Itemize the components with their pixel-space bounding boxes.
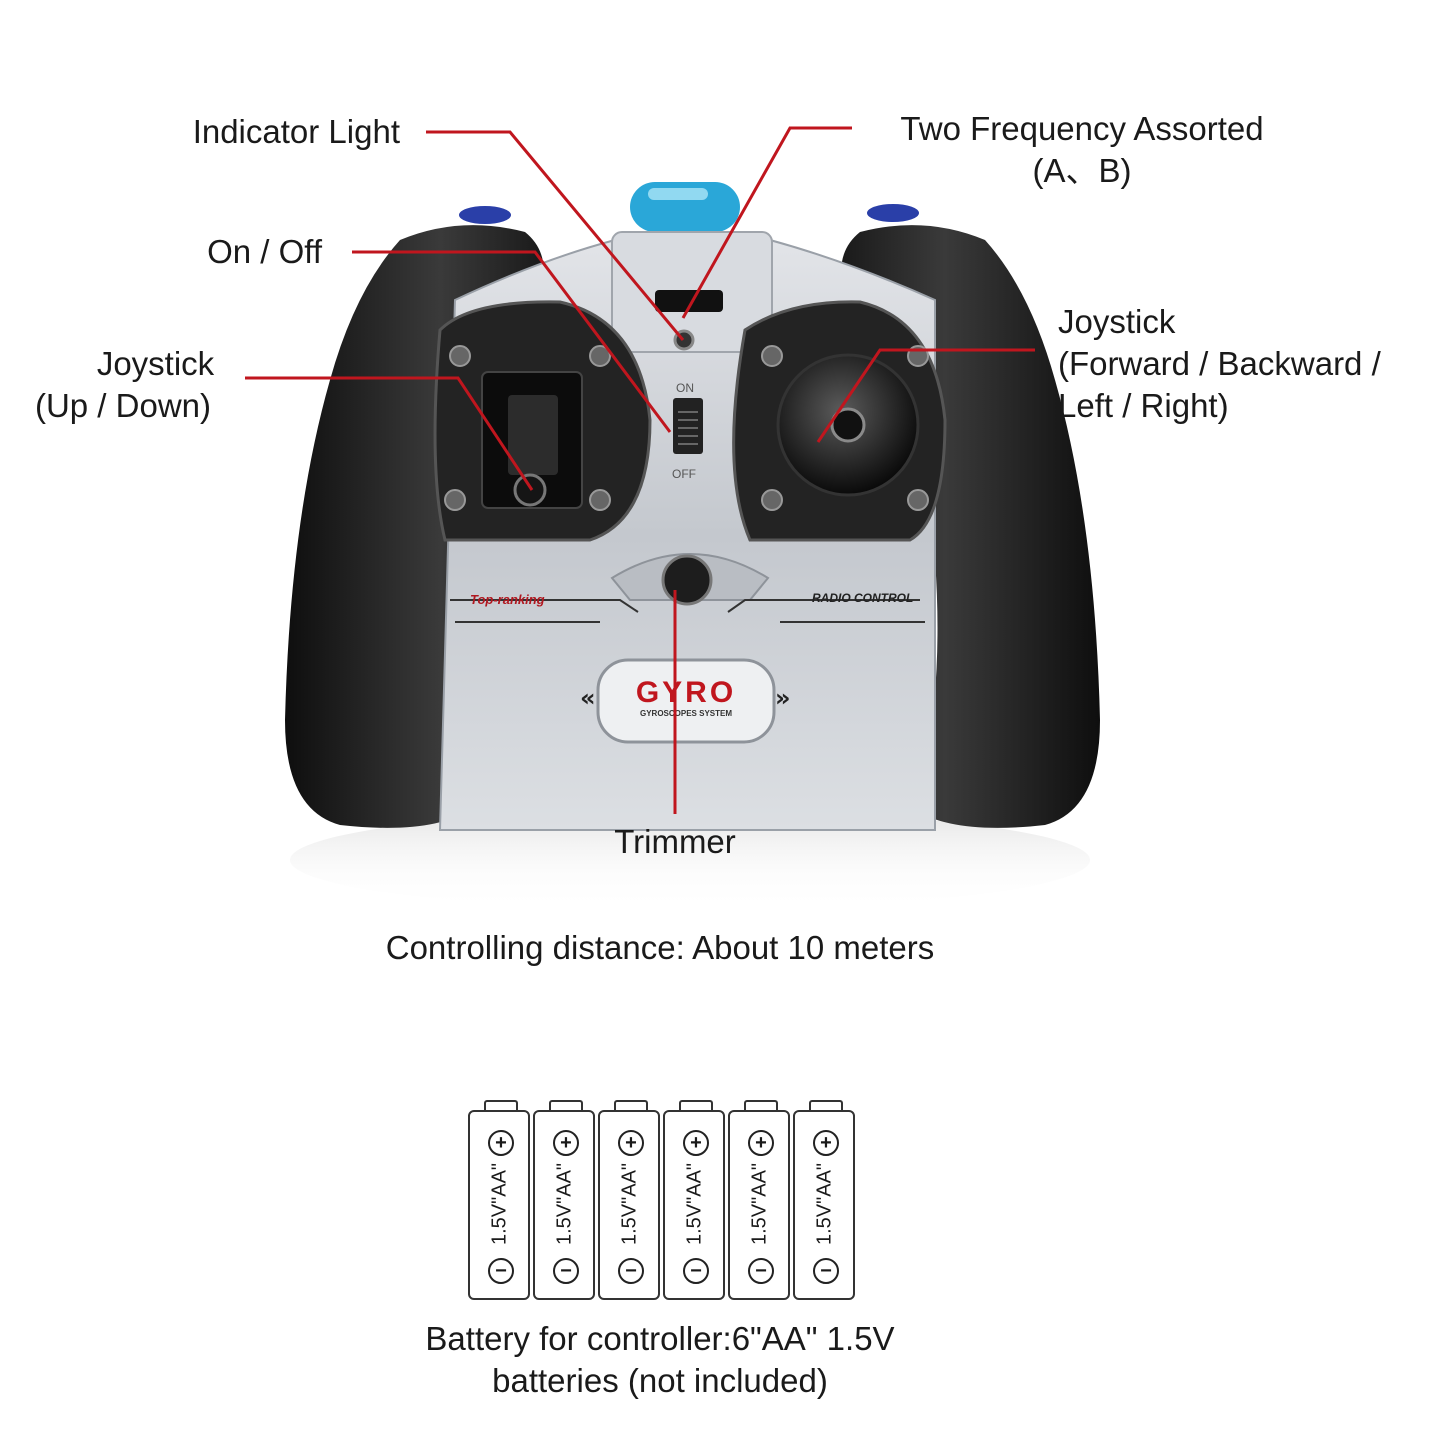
minus-icon: − (488, 1258, 514, 1284)
battery-label: 1.5V"AA" (813, 1162, 836, 1246)
indicator-light-label: Indicator Light (192, 113, 400, 150)
plus-icon: + (618, 1130, 644, 1156)
radio-control-badge: RADIO CONTROL (812, 591, 913, 605)
two-frequency-line1: Two Frequency Assorted (900, 110, 1264, 147)
gyro-logo: GYRO (636, 676, 736, 709)
left-joystick-knob (513, 473, 547, 507)
right-joystick-knob (830, 407, 866, 443)
battery: + 1.5V"AA" − (533, 1100, 595, 1300)
battery-label: 1.5V"AA" (488, 1162, 511, 1246)
right-joystick-leader (816, 348, 1035, 443)
battery: + 1.5V"AA" − (663, 1100, 725, 1300)
right-joystick-line3: Left / Right) (1058, 387, 1229, 424)
battery-note-line1: Battery for controller:6"AA" 1.5V (425, 1320, 895, 1357)
minus-icon: − (683, 1258, 709, 1284)
minus-icon: − (748, 1258, 774, 1284)
switch-off-text: OFF (672, 467, 696, 481)
on-off-leader (352, 250, 672, 433)
right-joystick-line1: Joystick (1058, 303, 1176, 340)
gyro-logo-subtitle: GYROSCOPES SYSTEM (640, 709, 732, 718)
left-joystick-line1: Joystick (96, 345, 215, 382)
battery-row: + 1.5V"AA" − + 1.5V"AA" − + 1.5V"AA" − +… (468, 1100, 858, 1300)
floor-reflection (290, 810, 1090, 910)
battery: + 1.5V"AA" − (728, 1100, 790, 1300)
battery-label: 1.5V"AA" (553, 1162, 576, 1246)
battery: + 1.5V"AA" − (793, 1100, 855, 1300)
indicator-light-leader (426, 130, 685, 341)
frequency-leader (681, 126, 852, 319)
battery: + 1.5V"AA" − (468, 1100, 530, 1300)
left-joystick-line2: (Up / Down) (34, 387, 212, 424)
battery: + 1.5V"AA" − (598, 1100, 660, 1300)
controlling-distance-note: Controlling distance: About 10 meters (385, 929, 935, 966)
trimmer-knob (661, 554, 713, 606)
plus-icon: + (488, 1130, 514, 1156)
top-ranking-badge: Top-ranking (470, 592, 545, 607)
battery-label: 1.5V"AA" (748, 1162, 771, 1246)
left-joystick-leader (245, 376, 534, 491)
frequency-switch (655, 290, 723, 312)
left-joystick-label: Joystick (Up / Down) (18, 343, 228, 427)
battery-label: 1.5V"AA" (618, 1162, 641, 1246)
two-frequency-label: Two Frequency Assorted (A、B) (872, 108, 1292, 192)
minus-icon: − (813, 1258, 839, 1284)
right-shoulder-button (867, 204, 919, 222)
right-joystick-label: Joystick (Forward / Backward / Left / Ri… (1058, 301, 1438, 427)
two-frequency-line2: (A、B) (1032, 152, 1132, 189)
switch-on-text: ON (676, 381, 694, 395)
power-switch (673, 398, 703, 454)
on-off-label: On / Off (207, 233, 322, 270)
left-shoulder-button (459, 206, 511, 224)
logo-right-chevrons: » (775, 684, 791, 712)
battery-label: 1.5V"AA" (683, 1162, 706, 1246)
gyro-logo-plate (596, 658, 776, 744)
plus-icon: + (683, 1130, 709, 1156)
minus-icon: − (618, 1258, 644, 1284)
plus-icon: + (813, 1130, 839, 1156)
logo-left-chevrons: « (580, 684, 596, 712)
battery-note-line2: batteries (not included) (492, 1362, 828, 1399)
battery-note: Battery for controller:6"AA" 1.5V batter… (300, 1318, 1020, 1402)
minus-icon: − (553, 1258, 579, 1284)
plus-icon: + (748, 1130, 774, 1156)
trimmer-label: Trimmer (614, 823, 736, 860)
right-joystick-line2: (Forward / Backward / (1058, 345, 1381, 382)
plus-icon: + (553, 1130, 579, 1156)
